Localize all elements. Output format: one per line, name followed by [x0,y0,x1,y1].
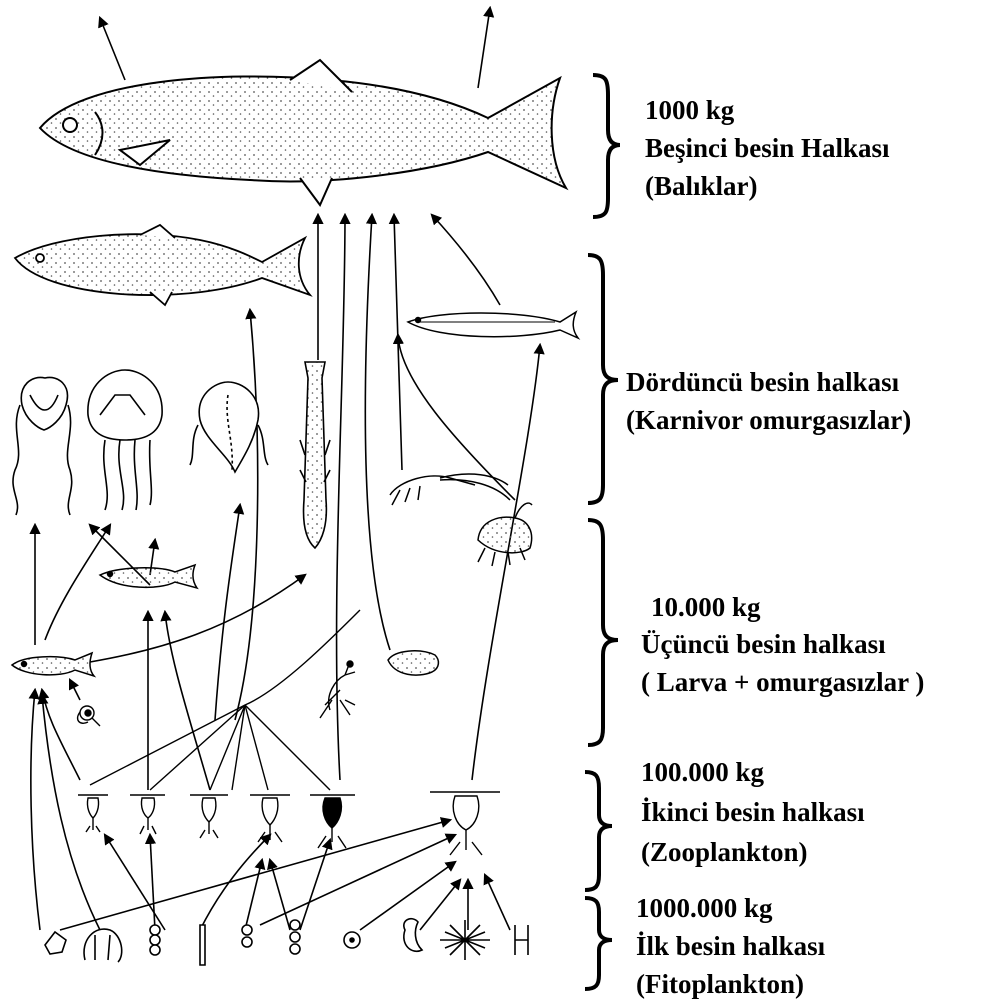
sardine-icon [100,565,197,588]
copepod-icon [190,795,228,838]
anchovy-icon [408,312,578,338]
arrow-larva-to-ctenophore [215,505,240,720]
level-2-name: İkinci besin halkası [641,796,865,828]
level-4-group: (Karnivor omurgasızlar) [626,404,911,436]
arrow-larva-egg [70,680,80,700]
fish-larva-icon [78,706,100,726]
diatom-icon [404,919,422,952]
level-1-group: (Fitoplankton) [636,968,804,1000]
level-4-name: Dördüncü besin halkası [626,366,899,398]
level-1-name: İlk besin halkası [636,930,825,962]
arrow-anchovy-to-bigfish [432,215,500,305]
arrow-phyto-to-cop4a [200,835,270,930]
arrow-copepod-to-anchovy [472,345,540,780]
fish-larva-icon [12,653,94,676]
arrow-out-right [478,8,490,88]
shrimp-icon [390,474,510,505]
brace-level-2 [585,772,612,890]
arrow-cop3-to-fish [165,612,210,790]
arrow-phyto-to-cop5 [300,840,330,930]
arrow-copepod-to-bigfish-a [337,215,345,780]
arrow-copepod-to-bigfish-b [365,215,390,650]
medusa-icon [88,370,162,510]
brace-level-4 [588,255,618,503]
arrow-phyto-to-cop2 [150,835,155,930]
arrow-phyto-to-bigcop-b [260,835,455,925]
level-3-name: Üçüncü besin halkası [641,628,886,660]
arrow-cop1-to-larva [42,690,80,780]
brace-level-5 [593,75,620,217]
copepod-icon [250,795,290,842]
brace-level-1 [585,898,612,989]
diatom-row [45,919,528,965]
level-braces [585,75,620,989]
diatom-icon [344,932,360,948]
diatom-icon [150,925,160,955]
arrow-phyto-to-bigcop-d [420,880,460,930]
level-5-amount: 1000 kg [645,94,734,126]
brace-level-3 [588,520,618,745]
arrow-worm-icon [300,362,330,548]
level-3-amount: 10.000 kg [651,591,761,623]
arrow-phyto-to-cop4b [245,860,262,930]
diatom-icon [515,925,528,955]
copepod-icon [310,795,355,848]
arrow-phyto-to-bigcop-f [485,875,510,930]
level-2-amount: 100.000 kg [641,756,764,788]
diatom-icon [45,932,66,954]
amphipod-icon [478,503,532,566]
arrow-phyto-to-cop1 [105,835,165,930]
arrow-phyto-to-larva [31,690,40,930]
fish-larva-icon [388,651,438,675]
copepod-icon [78,795,108,832]
diatom-icon [200,925,205,965]
level-1-amount: 1000.000 kg [636,892,773,924]
copepod-icon [130,795,165,834]
diatom-icon [242,925,252,947]
sardine-icon [15,225,310,305]
level-3-group: ( Larva + omurgasızlar ) [641,666,924,698]
medusa-icon [13,377,72,515]
diatom-icon [290,920,300,954]
arrow-out-left [100,18,125,80]
level-5-group: (Balıklar) [645,170,758,202]
arrow-phyto-to-bigcop-a [60,820,450,930]
arrow-larva-to-medusa [45,525,110,640]
copepod-fan-lines [90,610,360,790]
level-5-name: Beşinci besin Halkası [645,132,890,164]
diatom-icon [440,920,490,960]
level-2-group: (Zooplankton) [641,836,808,868]
diatom-icon [84,929,122,962]
large-fish-icon [40,60,566,205]
